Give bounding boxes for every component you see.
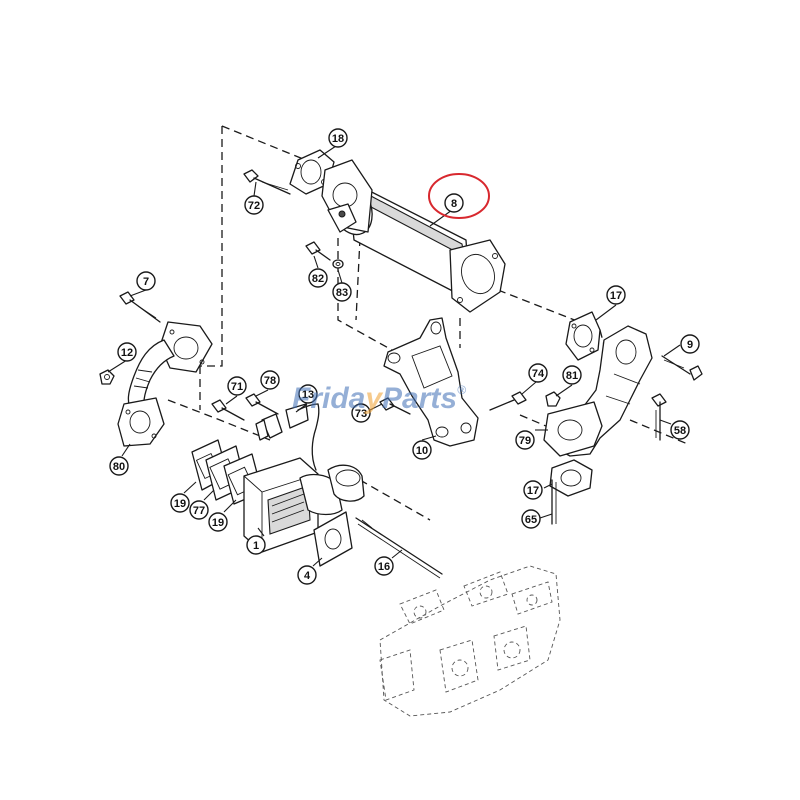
callout-72: 72: [244, 195, 264, 215]
svg-text:12: 12: [121, 347, 133, 359]
callout-13: 13: [298, 384, 318, 404]
gasket-17-bottom: [549, 459, 593, 497]
clamp-bracket-13: [255, 403, 319, 441]
svg-text:18: 18: [332, 133, 344, 145]
bolt-58: [651, 393, 667, 441]
callout-9: 9: [680, 334, 700, 354]
svg-text:8: 8: [451, 198, 457, 210]
bolt-9: [661, 355, 703, 381]
plate-4: [313, 511, 353, 567]
svg-text:FridayParts®: FridayParts®: [292, 382, 466, 415]
bolt-78: [245, 393, 279, 415]
bolt-71: [211, 399, 245, 421]
callout-12: 12: [117, 342, 137, 362]
callout-71: 71: [227, 376, 247, 396]
elbow-79: [543, 325, 653, 457]
svg-text:9: 9: [687, 339, 693, 351]
callout-74: 74: [528, 363, 548, 383]
bolt-7: [119, 291, 161, 323]
svg-text:81: 81: [566, 370, 578, 382]
highlight-ring: [428, 173, 490, 219]
svg-text:7: 7: [143, 276, 149, 288]
svg-text:1: 1: [253, 540, 259, 552]
callout-79: 79: [515, 430, 535, 450]
svg-text:19: 19: [174, 498, 186, 510]
callout-16: 16: [374, 556, 394, 576]
callout-17-bottom: 17: [523, 480, 543, 500]
watermark-part1: Frida: [292, 382, 365, 415]
bolt-82: [305, 241, 331, 261]
bolt-72: [243, 169, 291, 195]
callout-10: 10: [412, 440, 432, 460]
svg-text:19: 19: [212, 517, 224, 529]
svg-text:10: 10: [416, 445, 428, 457]
stud-65: [551, 479, 557, 525]
svg-text:16: 16: [378, 561, 390, 573]
svg-text:58: 58: [674, 425, 686, 437]
callout-77: 77: [189, 500, 209, 520]
svg-text:71: 71: [231, 381, 243, 393]
watermark-logo: FridayParts®: [292, 382, 466, 415]
callout-80: 80: [109, 456, 129, 476]
svg-text:83: 83: [336, 287, 348, 299]
svg-text:74: 74: [532, 368, 545, 380]
svg-text:77: 77: [193, 505, 205, 517]
stud-16: [355, 517, 443, 579]
callout-1: 1: [246, 535, 266, 555]
svg-text:79: 79: [519, 435, 531, 447]
bracket-10: [383, 317, 479, 447]
exhaust-manifold: [379, 565, 561, 717]
bolt-73: [379, 397, 411, 415]
callout-17-top: 17: [606, 285, 626, 305]
callout-73: 73: [351, 403, 371, 423]
callout-81: 81: [562, 365, 582, 385]
watermark-part3: Parts: [382, 382, 457, 415]
callouts: 18 72 8 82 83 7 12 17 9 71 78 13 74 81 7…: [109, 128, 700, 585]
svg-text:80: 80: [113, 461, 125, 473]
callout-58: 58: [670, 420, 690, 440]
svg-text:78: 78: [264, 375, 276, 387]
nut-12: [99, 369, 115, 385]
svg-text:17: 17: [610, 290, 622, 302]
svg-text:13: 13: [302, 389, 314, 401]
callout-65: 65: [521, 509, 541, 529]
svg-text:4: 4: [304, 570, 311, 582]
callout-leaders: [107, 145, 681, 567]
washer-83: [332, 259, 344, 269]
egr-cooler-8: [321, 159, 506, 313]
callout-19-b: 19: [208, 512, 228, 532]
callout-4: 4: [297, 565, 317, 585]
svg-text:65: 65: [525, 514, 537, 526]
svg-text:73: 73: [355, 408, 367, 420]
svg-text:82: 82: [312, 273, 324, 285]
egr-tube-80: [117, 321, 213, 447]
svg-text:72: 72: [248, 200, 260, 212]
callout-7: 7: [136, 271, 156, 291]
watermark-mark: ®: [457, 383, 466, 397]
bolt-74: [489, 391, 527, 411]
callout-19-a: 19: [170, 493, 190, 513]
watermark-part2: y: [363, 382, 383, 415]
egr-valve-1: [243, 403, 365, 553]
svg-text:17: 17: [527, 485, 539, 497]
callout-83: 83: [332, 282, 352, 302]
gasket-17-top: [565, 311, 601, 361]
callout-18: 18: [328, 128, 348, 148]
callout-82: 82: [308, 268, 328, 288]
callout-8: 8: [444, 193, 464, 213]
callout-78: 78: [260, 370, 280, 390]
